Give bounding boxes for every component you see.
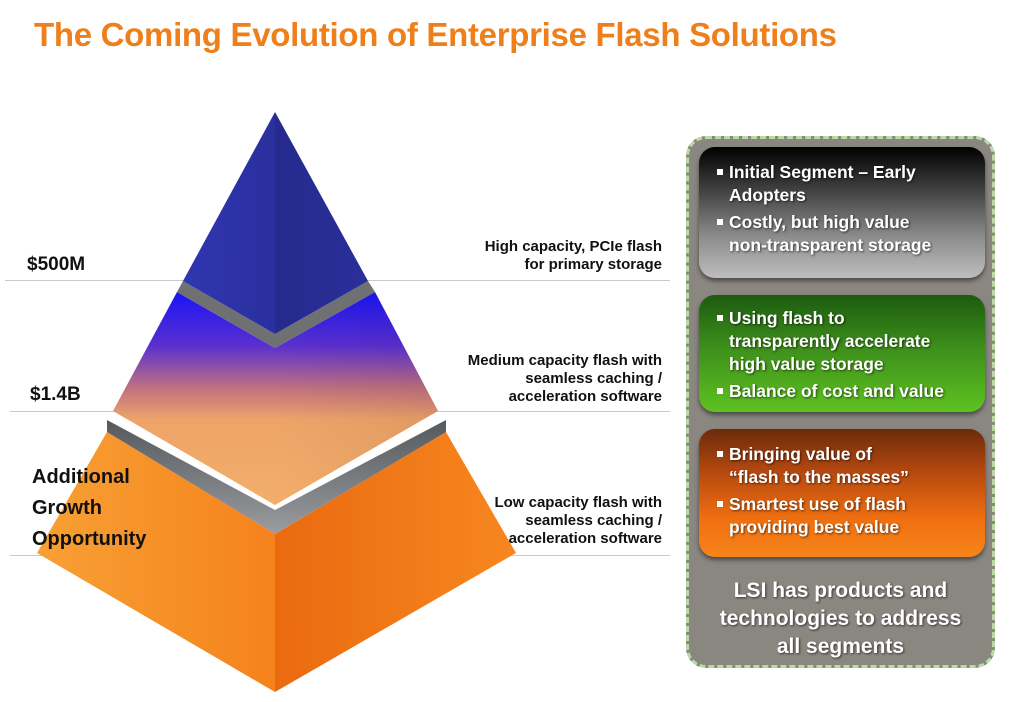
segment-box-acceleration: Using flash to transparently accelerate … <box>699 295 985 412</box>
pyramid-tier-top-right-face <box>275 112 368 334</box>
tier-value-top: $500M <box>27 254 86 275</box>
tier-label-bottom-line: Growth <box>32 497 102 519</box>
segment-box-early-adopters: Initial Segment – Early Adopters Costly,… <box>699 147 985 278</box>
bullet-line: Adopters <box>729 185 806 205</box>
bullet-square-icon <box>717 501 723 507</box>
bullet-item: Initial Segment – Early Adopters <box>717 161 975 207</box>
bullet-item: Bringing value of “flash to the masses” <box>717 443 975 489</box>
bullet-item: Costly, but high value non-transparent s… <box>717 211 975 257</box>
segment-box-masses: Bringing value of “flash to the masses” … <box>699 429 985 557</box>
description-line: acceleration software <box>508 530 662 547</box>
bullet-square-icon <box>717 169 723 175</box>
tier-label-bottom-line: Opportunity <box>32 528 147 550</box>
bullet-item: Using flash to transparently accelerate … <box>717 307 975 376</box>
pyramid-tier-middle-shade <box>275 292 438 505</box>
slide-title: The Coming Evolution of Enterprise Flash… <box>34 16 837 53</box>
footer-line: all segments <box>776 635 905 658</box>
description-line: High capacity, PCIe flash <box>484 238 662 255</box>
bullet-line: Costly, but high value <box>729 212 910 232</box>
bullet-item: Balance of cost and value <box>717 380 975 403</box>
pyramid-diagram <box>37 112 516 692</box>
pyramid-separator-lower <box>107 420 446 534</box>
tier-description-middle: Medium capacity flash with seamless cach… <box>468 352 662 406</box>
bullet-square-icon <box>717 388 723 394</box>
tier-label-bottom-line: Additional <box>32 466 130 488</box>
tier-value-middle: $1.4B <box>30 384 81 405</box>
bullet-line: “flash to the masses” <box>729 467 909 487</box>
bullet-line: Bringing value of <box>729 444 872 464</box>
bullet-line: Initial Segment – Early <box>729 162 916 182</box>
bullet-line: Smartest use of flash <box>729 494 906 514</box>
pyramid-tier-bottom-right-face <box>275 432 516 692</box>
tier-label-bottom: Additional Growth Opportunity <box>32 462 146 555</box>
bullet-square-icon <box>717 219 723 225</box>
bullet-line: non-transparent storage <box>729 235 932 255</box>
bullet-line: high value storage <box>729 354 884 374</box>
pyramid-tier-bottom-left-face <box>37 432 275 692</box>
bullet-square-icon <box>717 451 723 457</box>
description-line: seamless caching / <box>525 512 662 529</box>
pyramid-separator-upper <box>177 281 375 348</box>
panel-footer-text: LSI has products and technologies to add… <box>689 577 992 661</box>
bullet-line: Balance of cost and value <box>729 381 944 401</box>
description-line: Medium capacity flash with <box>467 352 662 369</box>
bullet-item: Smartest use of flash providing best val… <box>717 493 975 539</box>
pyramid-tier-top-left-face <box>183 112 275 334</box>
tier-description-top: High capacity, PCIe flash for primary st… <box>485 238 662 274</box>
description-line: Low capacity flash with <box>494 494 662 511</box>
footer-line: technologies to address <box>719 607 962 630</box>
description-line: acceleration software <box>508 388 662 405</box>
bullet-line: providing best value <box>729 517 900 537</box>
bullet-square-icon <box>717 315 723 321</box>
footer-line: LSI has products and <box>733 579 948 602</box>
bullet-line: Using flash to <box>729 308 845 328</box>
tier-description-bottom: Low capacity flash with seamless caching… <box>494 494 662 548</box>
bullet-line: transparently accelerate <box>729 331 931 351</box>
description-line: for primary storage <box>524 256 662 273</box>
segments-panel: Initial Segment – Early Adopters Costly,… <box>686 136 995 668</box>
description-line: seamless caching / <box>525 370 662 387</box>
